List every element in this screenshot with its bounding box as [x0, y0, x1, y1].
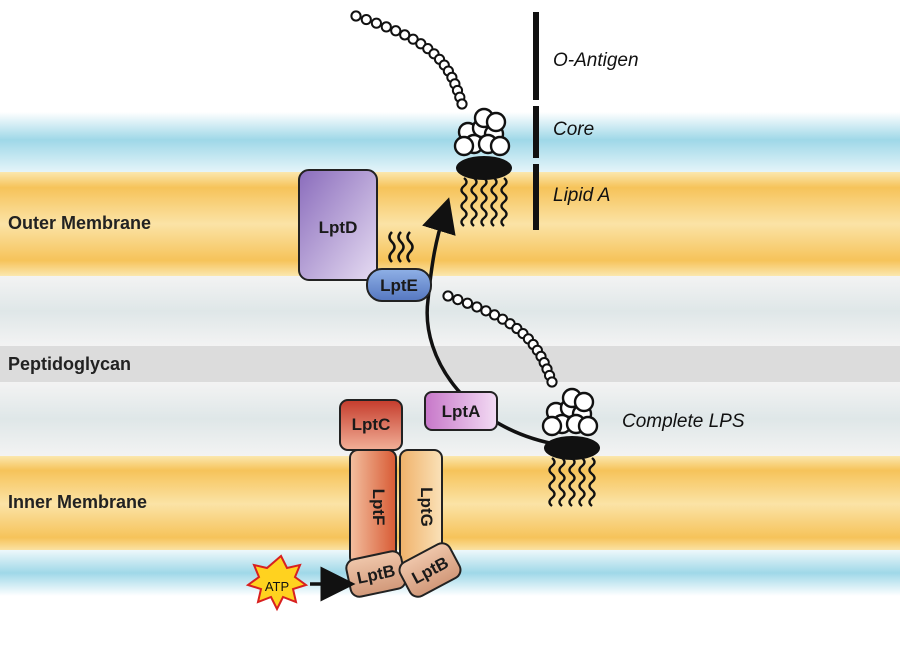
core-sugar	[577, 415, 599, 437]
atp-label: ATP	[265, 579, 289, 594]
lptD-protein	[298, 169, 378, 281]
lptE-acyl-chains	[388, 231, 414, 263]
acyl-chain	[480, 177, 488, 227]
peptidoglycan-band	[0, 346, 900, 382]
o-antigen-sugar	[370, 17, 383, 29]
core-sugar	[489, 135, 511, 157]
o-antigen-sugar	[456, 98, 468, 110]
o-antigen-sugar	[360, 13, 372, 26]
lptB-left-protein: LptB	[345, 550, 407, 598]
lipid-a-head	[544, 436, 600, 460]
acyl-chain	[558, 457, 566, 507]
lps-molecule-inner	[442, 290, 600, 507]
o-antigen-sugar	[350, 10, 362, 22]
lps-molecule-outer	[350, 10, 512, 227]
o-antigen-sugar	[480, 305, 492, 317]
acyl-chain	[548, 457, 556, 507]
peptidoglycan-label: Peptidoglycan	[8, 354, 131, 374]
periplasm-band-upper	[0, 276, 900, 346]
core-label: Core	[553, 119, 594, 140]
core-bracket	[533, 106, 539, 158]
core-sugar	[573, 391, 595, 413]
o-antigen-sugar	[390, 25, 402, 37]
inner-membrane-label: Inner Membrane	[8, 492, 147, 512]
o-antigen-bracket	[533, 12, 539, 100]
acyl-chain	[470, 177, 478, 227]
complete-lps-label: Complete LPS	[622, 411, 745, 432]
acyl-chain	[568, 457, 576, 507]
lipid-a-head	[456, 156, 512, 180]
lptF-label: LptF	[369, 489, 388, 526]
core-sugar	[485, 111, 507, 133]
outer-membrane-label: Outer Membrane	[8, 213, 151, 233]
acyl-chain	[578, 457, 586, 507]
lptE-label: LptE	[380, 276, 418, 295]
core-sugar	[541, 415, 563, 437]
acyl-chain	[588, 457, 596, 507]
core-sugar	[453, 135, 475, 157]
o-antigen-sugar	[461, 297, 474, 309]
acyl-chain	[490, 177, 498, 227]
lptD-label: LptD	[319, 218, 358, 237]
o-antigen-label: O-Antigen	[553, 50, 639, 71]
lptB-right-protein: LptB	[398, 542, 462, 598]
lipid-a-label: Lipid A	[553, 185, 610, 206]
o-antigen-sugar	[399, 29, 411, 41]
atp-star-icon	[245, 554, 309, 612]
o-antigen-sugar	[452, 293, 464, 306]
o-antigen-sugar	[380, 21, 392, 33]
o-antigen-sugar	[442, 290, 454, 302]
inner-membrane-band	[0, 456, 900, 552]
acyl-chain	[500, 177, 508, 227]
o-antigen-sugar	[546, 376, 558, 388]
lptE-protein	[366, 268, 432, 302]
lptC-label: LptC	[352, 415, 391, 434]
outer-leaflet-band	[0, 112, 900, 174]
lptA-label: LptA	[442, 402, 481, 421]
acyl-chain	[460, 177, 468, 227]
lipid-a-bracket	[533, 164, 539, 230]
o-antigen-sugar	[471, 301, 483, 313]
transport-arrow	[422, 197, 561, 447]
lptG-label: LptG	[417, 487, 436, 527]
lptA-protein	[424, 391, 498, 431]
